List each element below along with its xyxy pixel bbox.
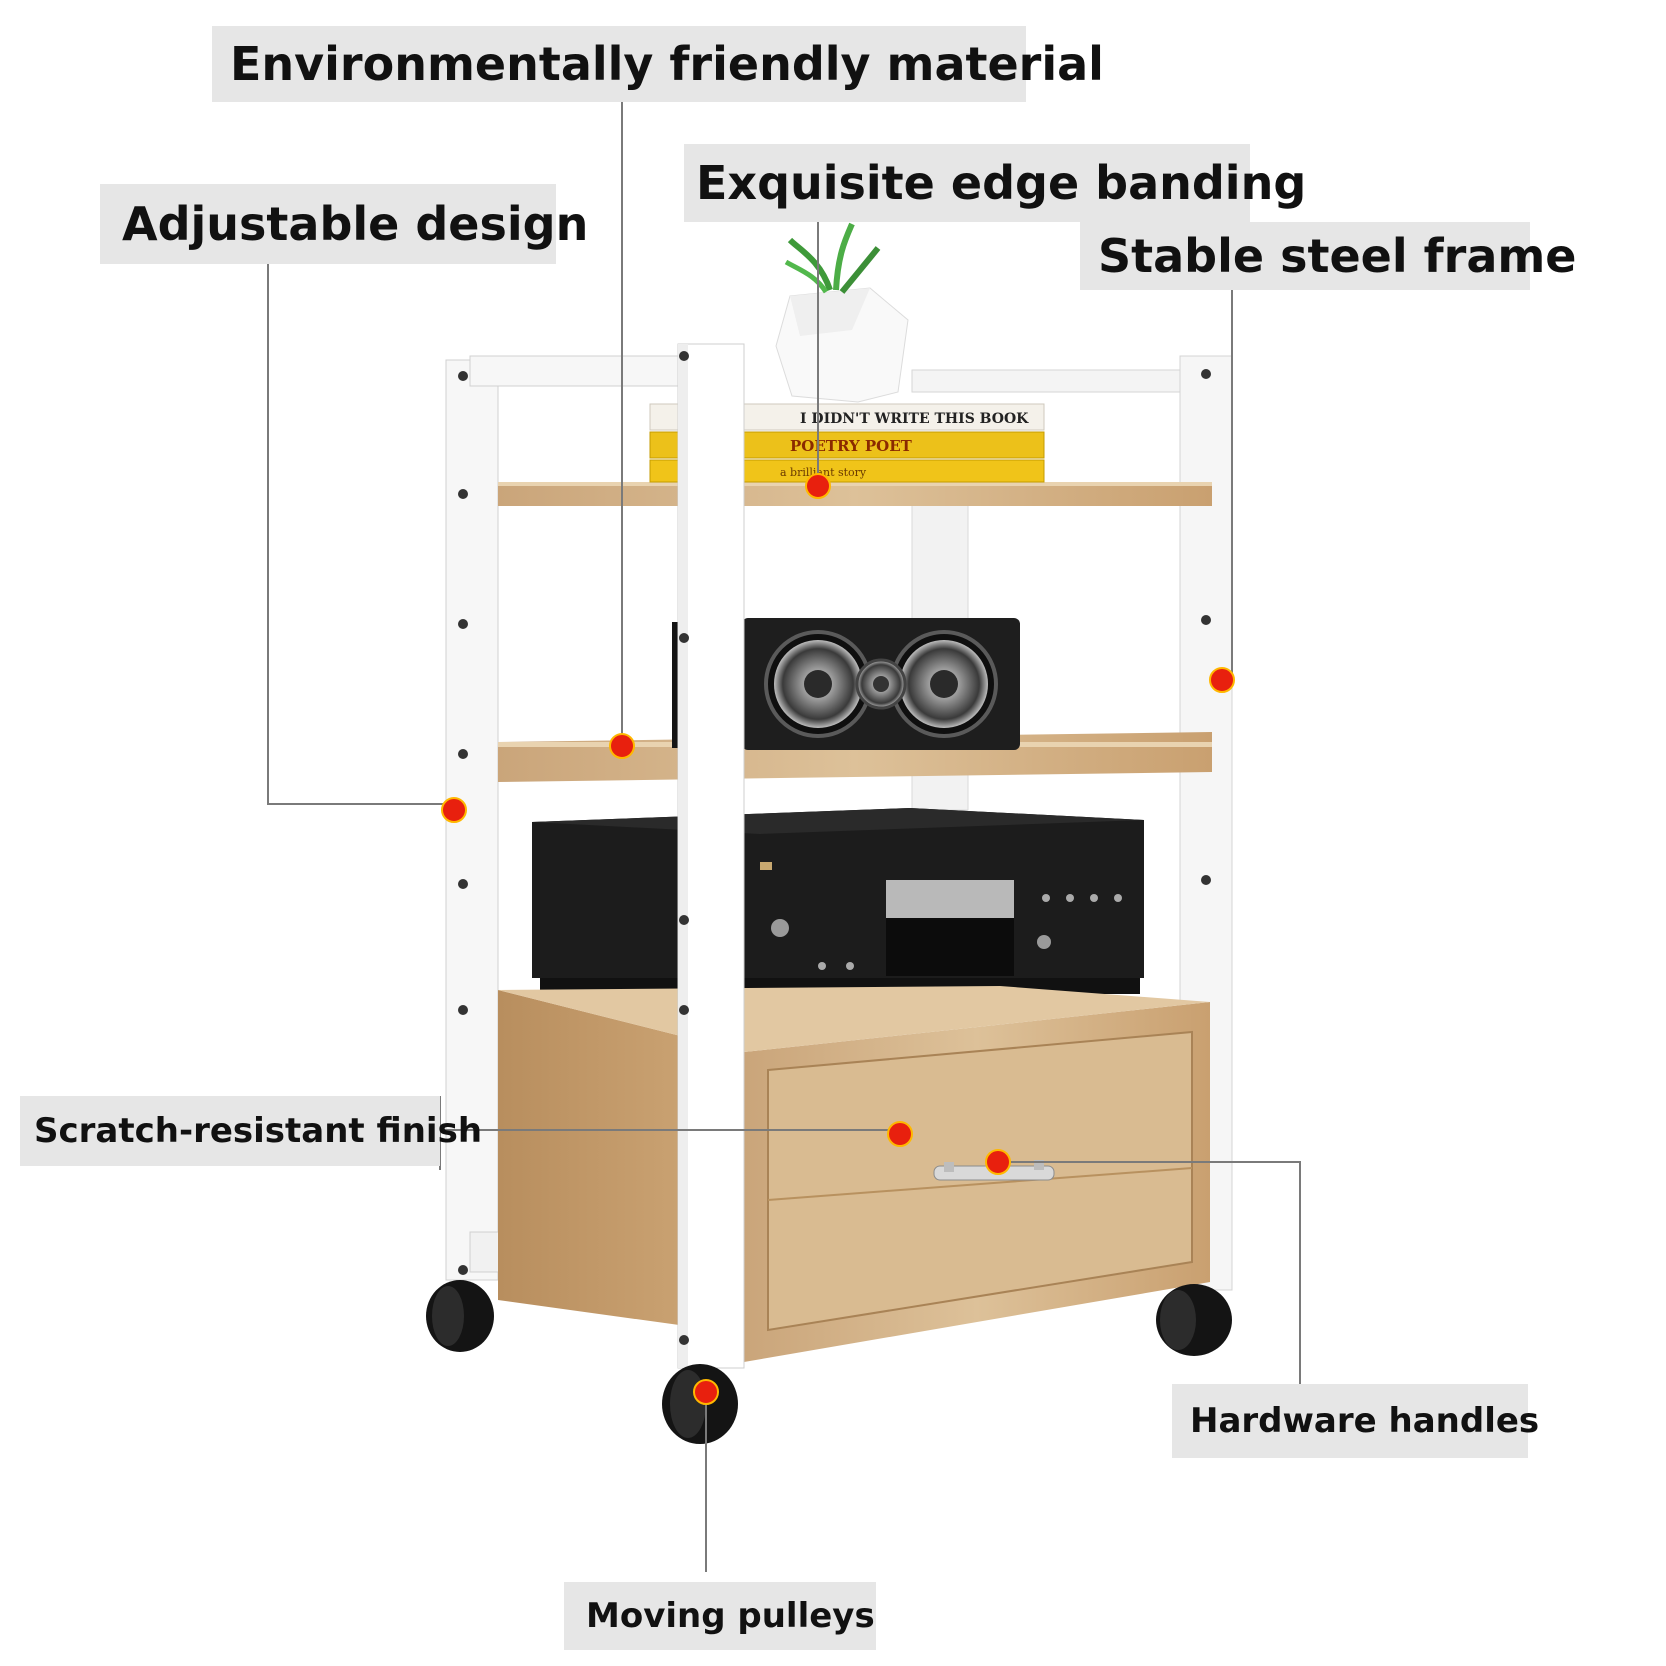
- top-shelf: [498, 482, 1212, 506]
- drawer-cabinet: [498, 986, 1210, 1362]
- marker-dot: [693, 1379, 719, 1405]
- marker-dot: [609, 733, 635, 759]
- caster-wheel: [662, 1364, 738, 1444]
- leader-lines: [267, 102, 1301, 1572]
- book-spine-text: a brilliant story: [780, 466, 867, 479]
- callout-adjustable-design: Adjustable design: [100, 184, 588, 264]
- book-spine-text: I DIDN'T WRITE THIS BOOK: [800, 411, 1029, 427]
- amplifier: [532, 808, 1144, 994]
- plant-pot: [775, 222, 909, 403]
- marker-dot: [441, 797, 467, 823]
- callout-exquisite-edge-banding: Exquisite edge banding: [684, 144, 1306, 222]
- callout-hardware-handles: Hardware handles: [1172, 1384, 1539, 1458]
- marker-dot: [1209, 667, 1235, 693]
- marker-dots: [441, 473, 1235, 1405]
- caster-wheel: [426, 1280, 494, 1352]
- marker-dot: [887, 1121, 913, 1147]
- front-post: [677, 343, 745, 1369]
- drawer-front: [767, 1030, 1193, 1332]
- caster-wheel: [1156, 1284, 1232, 1356]
- marker-dot: [805, 473, 831, 499]
- callout-moving-pulleys: Moving pulleys: [564, 1582, 876, 1650]
- book-spine-text: POETRY POET: [790, 437, 913, 455]
- callout-stable-steel-frame: Stable steel frame: [1080, 222, 1577, 290]
- callout-scratch-resistant-finish: Scratch-resistant finish: [20, 1096, 482, 1166]
- marker-dot: [985, 1149, 1011, 1175]
- callout-environmentally-friendly-material: Environmentally friendly material: [212, 26, 1104, 102]
